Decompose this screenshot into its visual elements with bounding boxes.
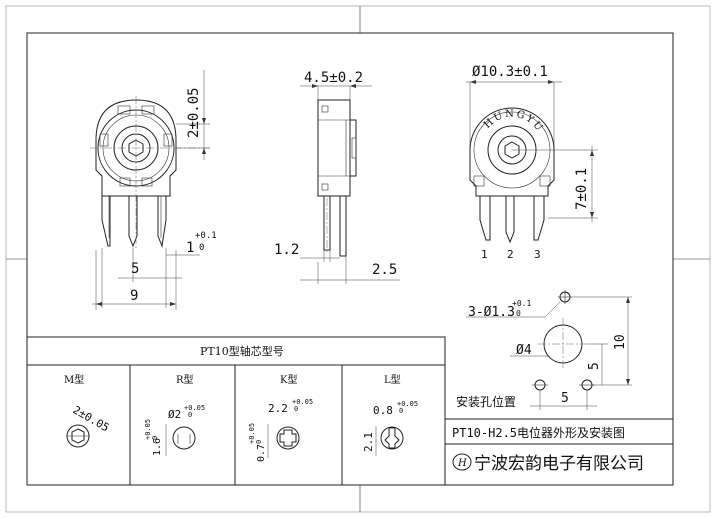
title-block: PT10-H2.5电位器外形及安装图 H 宁波宏韵电子有限公司 [444, 418, 674, 486]
pin-label-3: 3 [534, 248, 541, 261]
hole-dim-5-vertical: 5 [587, 362, 602, 370]
top-height-dim: 7±0.1 [574, 168, 590, 210]
company-name: 宁波宏韵电子有限公司 [474, 454, 644, 474]
company-logo-icon [452, 453, 472, 471]
side-view: 4.5±0.2 1.2 2.5 [274, 70, 400, 284]
shaft-k-tol-l: 0 [294, 405, 298, 413]
pin-label-2: 2 [507, 248, 514, 261]
shaft-r-side-l: 0 [151, 436, 159, 440]
hole-dim-5-horizontal: 5 [561, 391, 569, 406]
shaft-k-side: 0.7 [256, 444, 267, 462]
shaft-r-side: 1.6 [152, 438, 163, 456]
shaft-m-label: M型 [64, 373, 84, 386]
drawing-title: PT10-H2.5电位器外形及安装图 [452, 425, 625, 440]
side-pin-thick-dim: 1.2 [274, 242, 299, 258]
brand-marking: HUNGYUN [0, 0, 545, 135]
company-logo-letter: H [457, 458, 467, 469]
front-view: 2±0.05 1 +0.1 0 5 9 [90, 70, 217, 310]
shaft-r-side-u: +0.05 [144, 419, 152, 440]
hole-tol-lower: 0 [516, 309, 521, 318]
shaft-k-dim: 2.2 [268, 402, 288, 415]
front-width-dim: 9 [130, 288, 138, 304]
mounting-hole-layout: 3-Ø1.3 +0.1 0 Ø4 5 10 5 安装孔位置 [456, 290, 632, 410]
side-pin-offset-dim: 2.5 [372, 262, 397, 278]
mounting-label: 安装孔位置 [456, 394, 516, 409]
shaft-r-dim: Ø2 [168, 408, 181, 421]
shaft-k-side-u: +0.05 [248, 423, 256, 444]
shaft-l-dim: 0.8 [373, 404, 393, 417]
front-pitch-dim: 5 [131, 261, 139, 277]
front-height-dim: 2±0.05 [186, 87, 202, 138]
shaft-k-side-l: 0 [255, 440, 263, 444]
pin-label-1: 1 [481, 248, 488, 261]
shaft-l-tol-u: +0.05 [397, 400, 418, 408]
hole-dim-10: 10 [613, 334, 628, 350]
shaft-r-tol-l: 0 [188, 411, 192, 419]
shaft-l-tol-l: 0 [399, 407, 403, 415]
front-pin-tol-lower: 0 [199, 243, 204, 253]
hole-tol-upper: +0.1 [512, 299, 531, 308]
shaft-r-tol-u: +0.05 [184, 404, 205, 412]
shaft-dim: Ø4 [516, 343, 532, 358]
shaft-type-table: PT10型轴芯型号 M型 2±0.05 R型 Ø2 +0.05 0 1.6 +0… [26, 336, 446, 486]
front-pin-tol-upper: +0.1 [195, 231, 217, 241]
hole-dim: 3-Ø1.3 [468, 305, 515, 320]
shaft-k-tol-u: +0.05 [292, 398, 313, 406]
top-diameter-dim: Ø10.3±0.1 [472, 64, 548, 80]
table-title: PT10型轴芯型号 [200, 344, 284, 358]
shaft-r-label: R型 [176, 373, 194, 386]
shaft-l-side: 2.1 [362, 432, 375, 452]
shaft-k-label: K型 [280, 373, 297, 386]
side-thickness-dim: 4.5±0.2 [304, 70, 363, 86]
marked-front-view: Ø10.3±0.1 HUNGYUN 1 2 3 7±0.1 [0, 0, 598, 261]
front-pin-width-dim: 1 [186, 240, 194, 256]
shaft-l-label: L型 [384, 373, 401, 386]
